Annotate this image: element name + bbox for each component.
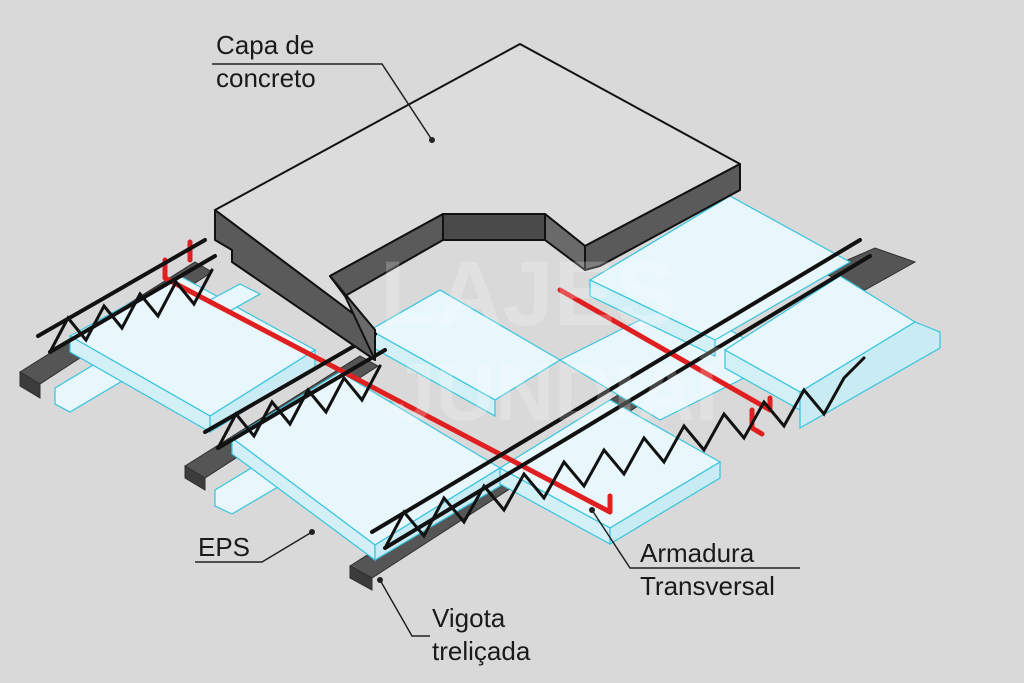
leader-armadura <box>591 509 800 569</box>
label-armadura-line1: Armadura <box>640 538 755 568</box>
label-armadura-line2: Transversal <box>640 571 775 601</box>
eps-blocks-right <box>498 195 941 546</box>
eps-blocks-middle <box>214 289 562 562</box>
label-capa-line1: Capa de <box>216 30 314 60</box>
concrete-cap-side-inner-2 <box>442 213 546 241</box>
leader-lines <box>195 63 800 637</box>
watermark-line2: JUNDIAÍ <box>390 347 720 438</box>
label-capa-line2: concreto <box>216 63 316 93</box>
eps-block <box>799 321 941 430</box>
watermark-line1: LAJES <box>380 243 677 345</box>
truss-middle <box>203 332 387 450</box>
trusses <box>36 238 872 550</box>
leader-dots <box>309 137 595 583</box>
label-eps: EPS <box>198 532 250 562</box>
concrete-cap <box>214 43 741 361</box>
watermark: LAJES JUNDIAÍ <box>380 243 720 438</box>
leader-vigota <box>379 579 430 637</box>
truss-left <box>36 238 217 354</box>
labels: Capa de concreto EPS Armadura Transversa… <box>198 30 775 666</box>
eps-block-side <box>589 279 716 357</box>
vigota-beam-middle-side <box>184 465 206 491</box>
rebar-end <box>749 407 765 437</box>
vigota-beam-left-side <box>19 371 41 399</box>
leader-capa <box>212 63 433 141</box>
concrete-cap-notch <box>329 275 376 361</box>
truss-front <box>370 238 872 550</box>
leader-eps <box>195 531 313 563</box>
label-vigota-line2: treliçada <box>432 636 531 666</box>
vigota-beam-front-side <box>349 565 373 591</box>
label-vigota-line1: Vigota <box>432 603 506 633</box>
concrete-cap-side-right <box>584 163 741 271</box>
